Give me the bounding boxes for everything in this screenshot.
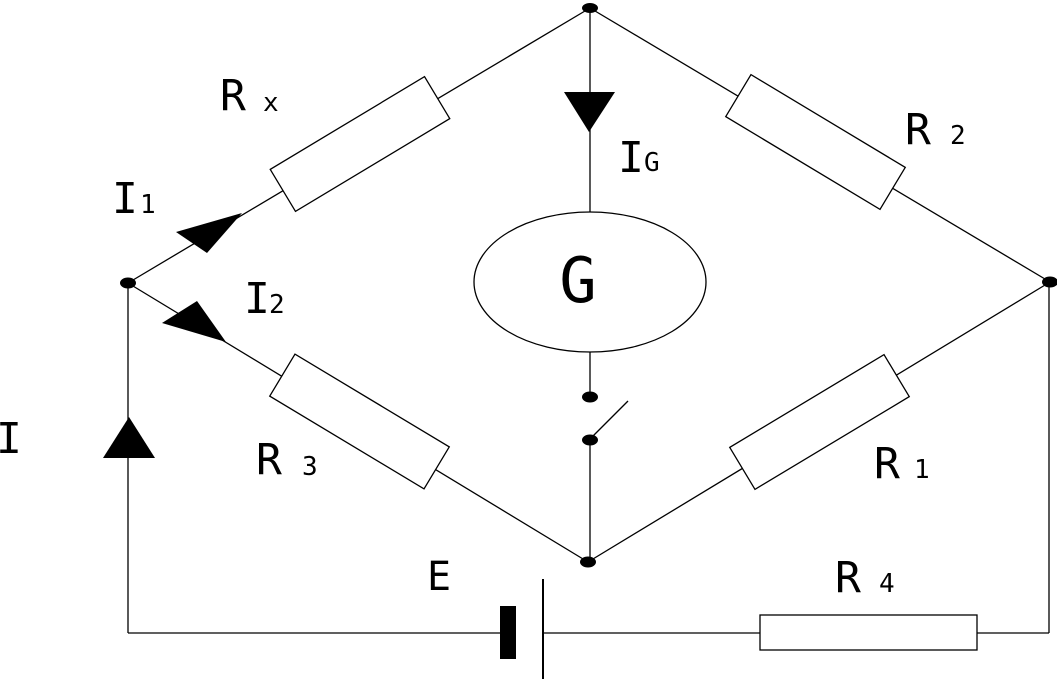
label-r1: R (874, 439, 900, 489)
current-arrow-i1-icon (176, 213, 242, 253)
current-arrow-i2-icon (162, 301, 226, 342)
resistor-rx-body (269, 75, 451, 213)
label-r1-sub: 1 (914, 455, 930, 485)
label-i1: I (112, 174, 138, 224)
battery-short-plate (500, 606, 516, 659)
label-r3: R (256, 435, 282, 485)
switch-lower-dot (582, 434, 598, 446)
label-rx: R (220, 71, 246, 121)
label-i1-sub: 1 (140, 190, 156, 220)
galvanometer-circle (473, 211, 707, 353)
label-e: E (427, 554, 451, 600)
label-r2-sub: 2 (950, 121, 966, 151)
label-i: I (0, 414, 22, 464)
switch-arm (589, 400, 629, 440)
label-i2: I (244, 274, 270, 324)
label-r2: R (905, 105, 931, 155)
label-r4: R (835, 553, 861, 603)
node-bottom-dot (580, 556, 596, 568)
resistor-r2-body (724, 73, 907, 211)
label-ig: I (618, 133, 644, 183)
resistor-r4-body (759, 614, 978, 651)
current-arrow-ig-icon (564, 92, 615, 132)
resistor-r1-body (728, 353, 911, 491)
label-i2-sub: 2 (269, 290, 285, 320)
node-right-dot (1042, 276, 1057, 288)
node-left-dot (120, 277, 136, 289)
label-r4-sub: 4 (879, 569, 895, 599)
switch-upper-dot (582, 391, 598, 403)
galvanometer-label: G (559, 244, 596, 317)
resistor-r3-body (268, 353, 451, 490)
label-ig-sub: G (644, 148, 660, 178)
node-top-dot (582, 3, 598, 13)
current-arrow-i-icon (103, 417, 155, 458)
label-rx-sub: x (263, 88, 279, 118)
label-r3-sub: 3 (302, 452, 318, 482)
